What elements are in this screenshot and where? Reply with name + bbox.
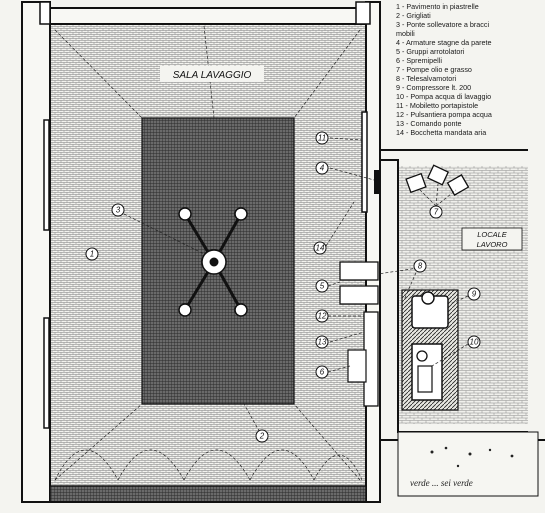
legend-item-8: 8 - Telesalvamotori (396, 74, 457, 83)
legend-item-1: 1 - Pavimento in piastrelle (396, 2, 479, 11)
window-left-upper (43, 119, 50, 231)
wash-pump-body (417, 365, 433, 393)
svg-text:3: 3 (116, 206, 121, 215)
oil-grease-pumps (405, 164, 470, 196)
corner-post-right (355, 1, 371, 25)
locale-lavoro-room: LOCALE LAVORO verde ... sei verde (380, 149, 545, 497)
window-right (361, 111, 368, 213)
marker-10: 10 (467, 335, 481, 349)
svg-text:1: 1 (90, 250, 94, 259)
legend-item-12: 12 - Pulsantiera pompa acqua (396, 110, 492, 119)
corner-post-left (39, 1, 51, 25)
legend-item-6: 6 - Spremipelli (396, 56, 442, 65)
car-lift (178, 207, 248, 317)
svg-text:11: 11 (318, 134, 326, 143)
entrance-grate (49, 485, 367, 503)
legend-item-7: 7 - Pompe olio e grasso (396, 65, 472, 74)
right-wall (365, 1, 381, 503)
wash-pump-motor (416, 350, 428, 362)
marker-4: 4 (315, 161, 329, 175)
svg-text:5: 5 (320, 282, 325, 291)
marker-11: 11 (315, 131, 329, 145)
legend-item-11: 11 - Mobiletto portapistole (396, 101, 478, 110)
marker-5: 5 (315, 279, 329, 293)
drain-arcs (54, 449, 363, 481)
legend-item-3: 3 - Ponte sollevatore a bracci (396, 20, 489, 29)
svg-text:12: 12 (318, 312, 327, 321)
handwritten-note: verde ... sei verde (410, 478, 473, 488)
lift-hub-center (209, 257, 219, 267)
pump-mid (426, 164, 450, 186)
marker-3: 3 (111, 203, 125, 217)
lift-pad-se (234, 303, 248, 317)
legend-item-4: 4 - Armature stagne da parete (396, 38, 492, 47)
legend: 1 - Pavimento in piastrelle 2 - Grigliat… (396, 2, 492, 137)
svg-text:8: 8 (418, 262, 423, 271)
sala-lavaggio-room: SALA LAVAGGIO (21, 1, 381, 503)
svg-text:13: 13 (318, 338, 327, 347)
svg-text:2: 2 (259, 432, 265, 441)
svg-text:14: 14 (316, 244, 325, 253)
window-left-lower (43, 317, 50, 429)
spremipelli-unit (347, 349, 367, 383)
garden-dots (430, 446, 514, 468)
pump-right (446, 174, 470, 196)
lead-13 (329, 331, 365, 343)
locale-label-line1: LOCALE (477, 230, 508, 239)
marker-7: 7 (429, 205, 443, 219)
marker-2: 2 (255, 429, 269, 443)
locale-label-box (461, 227, 523, 251)
wall-fitting-4 (374, 170, 380, 194)
top-wall (49, 7, 367, 25)
legend-item-3b: mobili (396, 29, 415, 38)
marker-8: 8 (413, 259, 427, 273)
legend-item-9: 9 - Compressore lt. 200 (396, 83, 471, 92)
room-label: SALA LAVAGGIO (173, 70, 252, 81)
svg-text:9: 9 (472, 290, 477, 299)
legend-item-2: 2 - Grigliati (396, 11, 431, 20)
legend-item-14: 14 - Bocchetta mandata aria (396, 128, 486, 137)
svg-text:4: 4 (320, 164, 325, 173)
marker-14: 14 (313, 241, 327, 255)
compressor-head (421, 291, 435, 305)
lift-pad-nw (178, 207, 192, 221)
legend-item-13: 13 - Comando ponte (396, 119, 462, 128)
hose-reel-unit-a (339, 261, 379, 281)
marker-13: 13 (315, 335, 329, 349)
marker-12: 12 (315, 309, 329, 323)
svg-text:6: 6 (320, 368, 325, 377)
locale-label-line2: LAVORO (477, 240, 508, 249)
legend-item-10: 10 - Pompa acqua di lavaggio (396, 92, 491, 101)
lift-pad-sw (178, 303, 192, 317)
lift-pad-ne (234, 207, 248, 221)
svg-text:7: 7 (434, 208, 439, 217)
marker-1: 1 (85, 247, 99, 261)
garden-strip (397, 431, 539, 497)
pump-left (405, 172, 427, 194)
marker-6: 6 (315, 365, 329, 379)
room-label-bg (160, 66, 264, 82)
legend-item-5: 5 - Gruppi arrotolatori (396, 47, 465, 56)
svg-text:10: 10 (470, 338, 479, 347)
hose-reel-unit-b (339, 285, 379, 305)
marker-9: 9 (467, 287, 481, 301)
